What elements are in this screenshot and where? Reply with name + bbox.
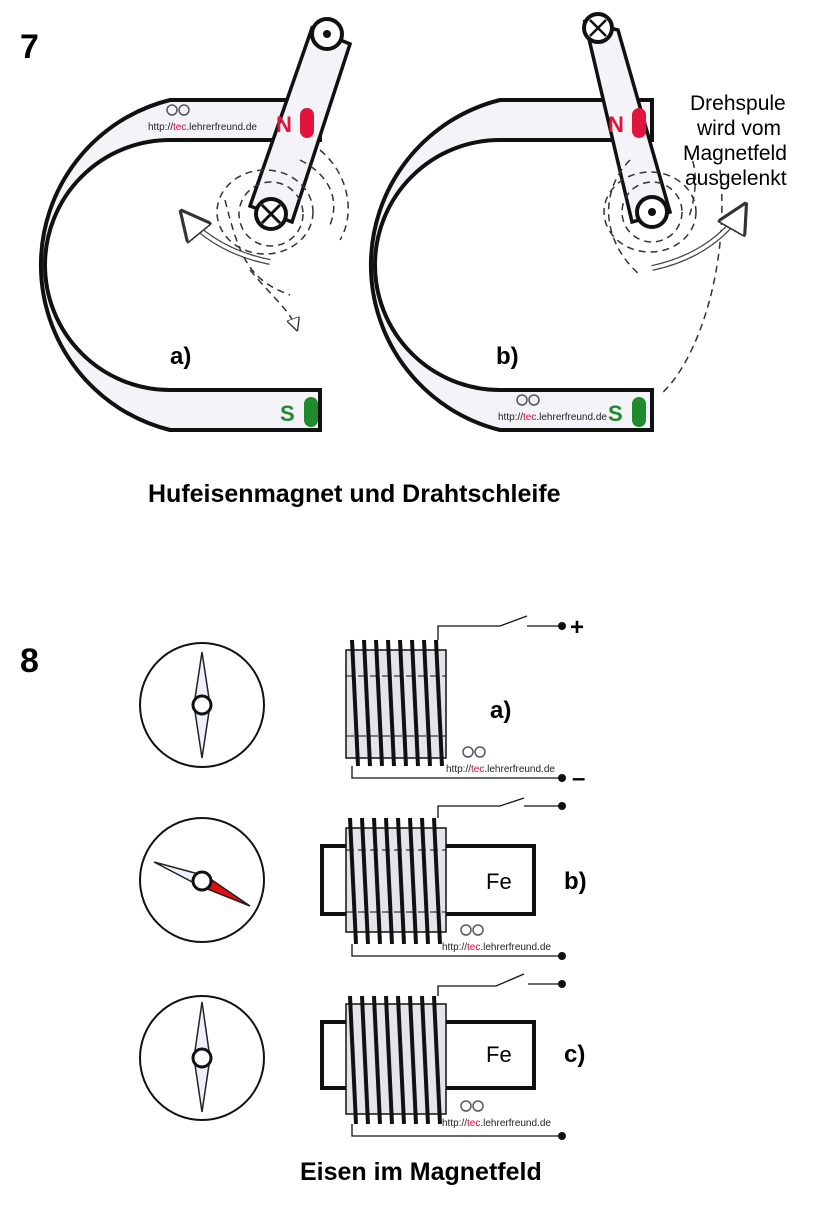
watermark-prefix: http:// xyxy=(446,764,471,775)
watermark-suffix: .lehrerfreund.de xyxy=(536,412,607,423)
watermark-suffix: .lehrerfreund.de xyxy=(480,1118,551,1129)
owl-logo-icon xyxy=(166,104,190,116)
watermark-suffix: .lehrerfreund.de xyxy=(484,764,555,775)
pointer-lever-b xyxy=(582,12,673,229)
svg-text:http://tec.lehrerfreund.de: http://tec.lehrerfreund.de xyxy=(446,764,555,775)
horseshoe-magnet-b xyxy=(368,98,654,432)
side-note-line-4: ausgelenkt xyxy=(685,167,787,190)
figure-7-number: 7 xyxy=(20,28,39,66)
plus-terminal: + xyxy=(570,614,584,641)
north-pole-bar-b xyxy=(632,108,646,138)
owl-logo-icon xyxy=(516,394,540,406)
watermark-suffix: .lehrerfreund.de xyxy=(186,122,257,133)
north-pole-bar-a xyxy=(300,108,314,138)
owl-logo-icon xyxy=(462,746,486,758)
compass-b xyxy=(139,817,265,943)
watermark-highlight: tec xyxy=(471,764,484,775)
south-pole-label-a: S xyxy=(280,401,295,426)
owl-logo-icon xyxy=(460,1100,484,1112)
field-lines-a xyxy=(216,149,349,330)
north-pole-label-a: N xyxy=(276,112,292,137)
watermark-highlight: tec xyxy=(467,1118,480,1129)
watermark-7a: http://tec.lehrerfreund.de xyxy=(148,104,257,133)
watermark-8a: http://tec.lehrerfreund.de xyxy=(446,746,555,775)
compass-c xyxy=(139,995,265,1121)
watermark-suffix: .lehrerfreund.de xyxy=(480,942,551,953)
minus-terminal: – xyxy=(572,765,585,792)
watermark-prefix: http:// xyxy=(148,122,173,133)
iron-label-c: Fe xyxy=(486,1042,512,1067)
south-pole-bar-a xyxy=(304,397,318,427)
svg-text:http://tec.lehrerfreund.de: http://tec.lehrerfreund.de xyxy=(442,1118,551,1129)
side-note-line-2: wird vom xyxy=(696,117,781,140)
compass-a xyxy=(139,642,265,768)
side-note-line-3: Magnetfeld xyxy=(683,142,787,165)
figure-8-number: 8 xyxy=(20,642,39,680)
watermark-prefix: http:// xyxy=(498,412,523,423)
iron-label-b: Fe xyxy=(486,869,512,894)
watermark-prefix: http:// xyxy=(442,1118,467,1129)
label-8a: a) xyxy=(490,697,511,724)
south-pole-label-b: S xyxy=(608,401,623,426)
owl-logo-icon xyxy=(460,924,484,936)
south-pole-bar-b xyxy=(632,397,646,427)
label-7b: b) xyxy=(496,343,519,370)
coil-a xyxy=(345,615,566,782)
watermark-8b: http://tec.lehrerfreund.de xyxy=(442,924,551,953)
coil-b xyxy=(320,797,566,960)
watermark-8c: http://tec.lehrerfreund.de xyxy=(442,1100,551,1129)
label-8c: c) xyxy=(564,1041,585,1068)
svg-text:http://tec.lehrerfreund.de: http://tec.lehrerfreund.de xyxy=(148,122,257,133)
svg-text:http://tec.lehrerfreund.de: http://tec.lehrerfreund.de xyxy=(498,412,607,423)
figure-7-caption: Hufeisenmagnet und Drahtschleife xyxy=(148,480,561,508)
watermark-highlight: tec xyxy=(467,942,480,953)
label-7a: a) xyxy=(170,343,191,370)
field-lines-b xyxy=(603,149,723,396)
watermark-prefix: http:// xyxy=(442,942,467,953)
watermark-highlight: tec xyxy=(523,412,536,423)
coil-c xyxy=(320,973,566,1140)
watermark-highlight: tec xyxy=(173,122,186,133)
side-note-line-1: Drehspule xyxy=(690,92,786,115)
watermark-7b: http://tec.lehrerfreund.de xyxy=(498,394,607,423)
label-8b: b) xyxy=(564,868,587,895)
side-note: Drehspule wird vom Magnetfeld ausgelenkt xyxy=(683,92,787,190)
svg-text:http://tec.lehrerfreund.de: http://tec.lehrerfreund.de xyxy=(442,942,551,953)
figure-8-caption: Eisen im Magnetfeld xyxy=(300,1158,542,1186)
north-pole-label-b: N xyxy=(608,112,624,137)
